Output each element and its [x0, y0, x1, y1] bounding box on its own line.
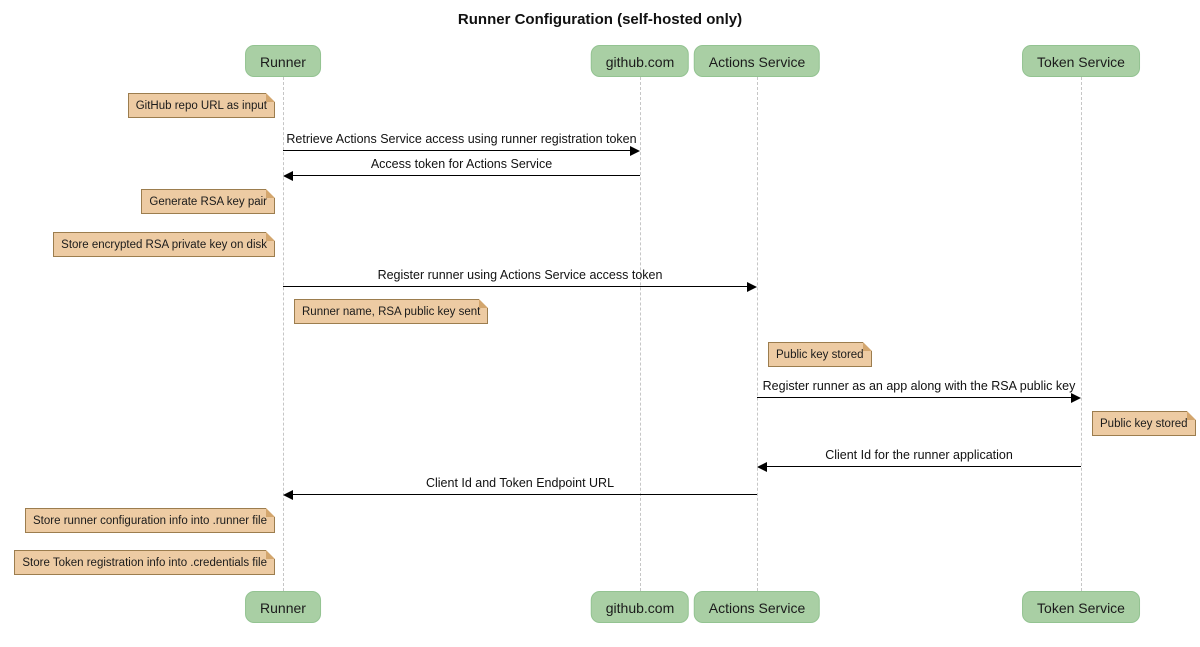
note: Generate RSA key pair [141, 189, 275, 214]
lifeline-actions [756, 77, 758, 591]
actor-box-bottom-runner: Runner [245, 591, 321, 623]
actor-box-bottom-token: Token Service [1022, 591, 1140, 623]
message-line [292, 175, 640, 176]
arrowhead-icon [283, 170, 293, 181]
diagram-title: Runner Configuration (self-hosted only) [457, 11, 743, 28]
message-line [283, 286, 748, 287]
message-line [757, 397, 1072, 398]
lifeline-token [1080, 77, 1082, 591]
note: Store Token registration info into .cred… [14, 550, 275, 575]
message-line [766, 466, 1081, 467]
actor-box-top-github: github.com [590, 45, 690, 77]
arrowhead-icon [1071, 392, 1081, 403]
note-fold-corner [1186, 411, 1196, 420]
note: Runner name, RSA public key sent [294, 299, 489, 324]
note: Public key stored [1092, 411, 1196, 436]
note-fold-corner [266, 550, 275, 559]
note-fold-corner [266, 93, 275, 102]
message-label: Client Id and Token Endpoint URL [425, 476, 615, 490]
message-line [283, 150, 631, 151]
note: Public key stored [768, 342, 872, 367]
note: GitHub repo URL as input [127, 93, 275, 118]
note-fold-corner [266, 232, 275, 241]
message-label: Access token for Actions Service [370, 157, 553, 171]
arrowhead-icon [283, 489, 293, 500]
note-fold-corner [266, 508, 275, 517]
message-label: Client Id for the runner application [825, 448, 1013, 462]
message-label: Retrieve Actions Service access using ru… [286, 132, 637, 146]
actor-box-top-runner: Runner [245, 45, 321, 77]
arrowhead-icon [757, 461, 767, 472]
note: Store runner configuration info into .ru… [25, 508, 275, 533]
note-fold-corner [266, 189, 275, 198]
lifeline-runner [282, 77, 284, 591]
note: Store encrypted RSA private key on disk [53, 232, 275, 257]
message-label: Register runner as an app along with the… [762, 379, 1076, 393]
message-line [292, 494, 757, 495]
message-label: Register runner using Actions Service ac… [377, 268, 663, 282]
actor-box-bottom-github: github.com [590, 591, 690, 623]
arrowhead-icon [630, 145, 640, 156]
lifeline-github [639, 77, 641, 591]
note-fold-corner [479, 299, 489, 308]
actor-box-top-actions: Actions Service [693, 45, 821, 77]
arrowhead-icon [747, 281, 757, 292]
note-fold-corner [862, 342, 872, 351]
actor-box-top-token: Token Service [1022, 45, 1140, 77]
actor-box-bottom-actions: Actions Service [693, 591, 821, 623]
